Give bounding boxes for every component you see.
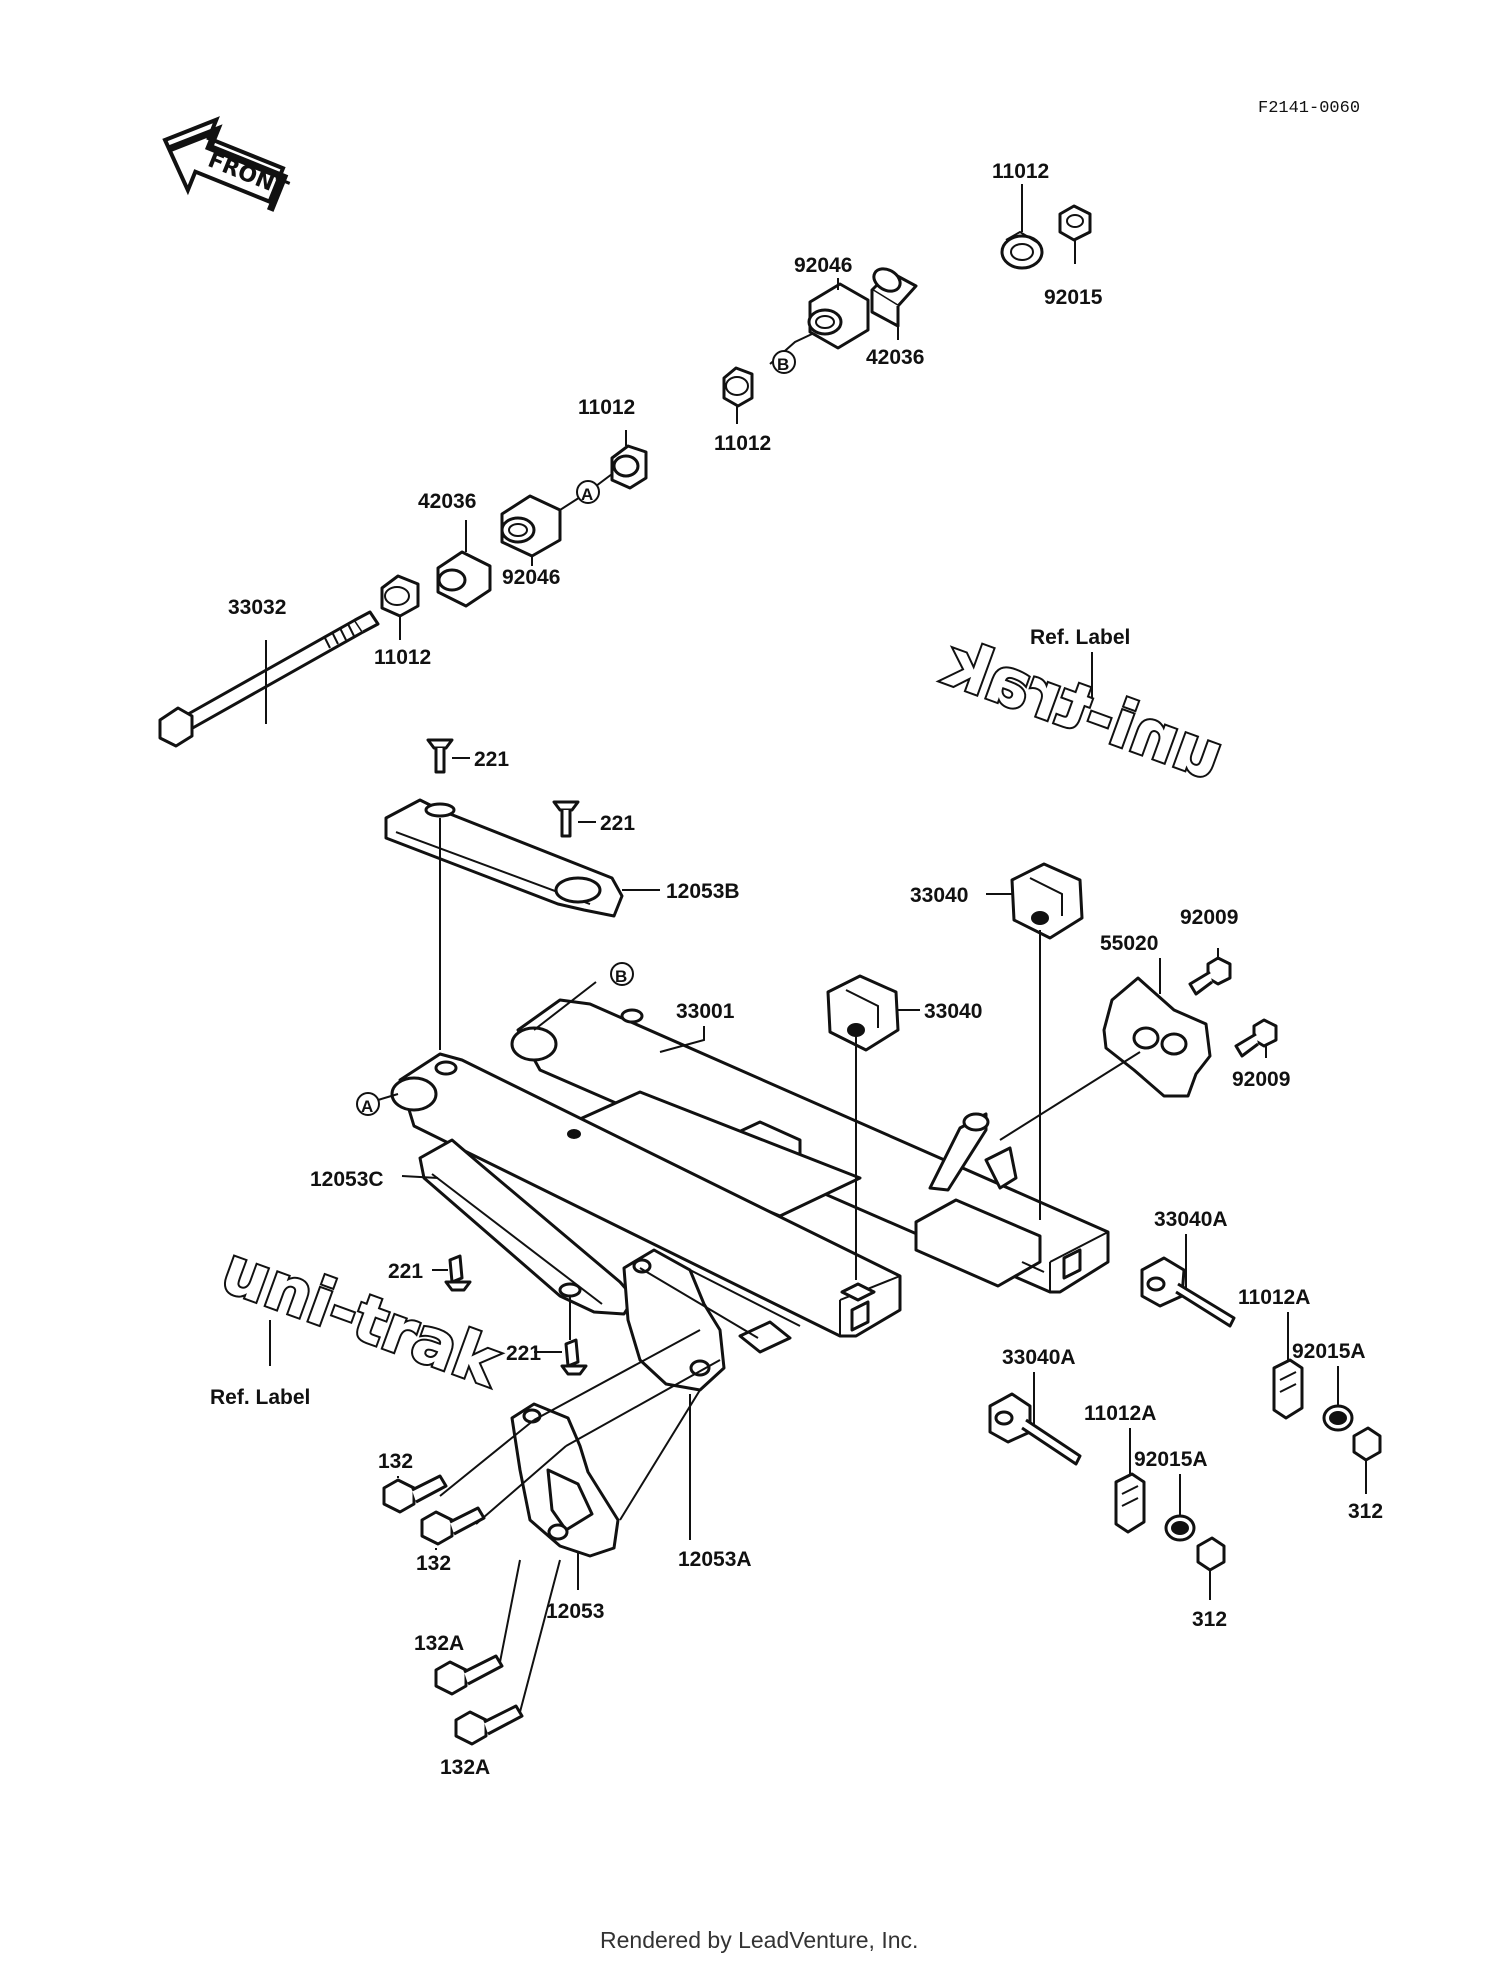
callout-11012a-left: 11012A: [1084, 1402, 1156, 1425]
nut-92015-icon: [1058, 204, 1092, 242]
callout-11012a-right: 11012A: [1238, 1286, 1310, 1309]
callout-12053a: 12053A: [678, 1548, 752, 1571]
adjuster-bolt-33040a-right-icon: [1140, 1256, 1236, 1328]
callout-92015: 92015: [1044, 286, 1103, 309]
bolt-132-top-icon: [382, 1474, 448, 1514]
bracket-11012a-right-icon: [1272, 1358, 1304, 1420]
pivot-shaft-33032-icon: [158, 610, 380, 748]
nut-312-right-icon: [1352, 1426, 1382, 1462]
brand-label-mirrored: uni-trak: [935, 627, 1232, 795]
marker-b-lower: B: [610, 962, 634, 986]
needle-bearing-92046-left-icon: [500, 494, 562, 558]
seal-11012-top-icon: [1000, 230, 1044, 270]
swingarm-33001-icon: [390, 998, 1110, 1354]
callout-labels: 11012 92046 92015 42036 11012 11012 4203…: [228, 160, 1383, 1779]
callout-221-1: 221: [474, 748, 509, 771]
marker-a-lower: A: [356, 1092, 380, 1116]
callout-33032: 33032: [228, 596, 286, 619]
callout-92015a-right: 92015A: [1292, 1340, 1366, 1363]
ref-label-top: Ref. Label: [1030, 626, 1130, 649]
seal-11012-left-icon: [380, 574, 420, 618]
callout-92009-1: 92009: [1180, 906, 1238, 929]
callout-312-right: 312: [1348, 1500, 1383, 1523]
callout-132-1: 132: [378, 1450, 413, 1473]
callout-92046-left: 92046: [502, 566, 560, 589]
screw-221-lower2-icon: [560, 1338, 588, 1376]
bearing-set-right: [722, 204, 1092, 408]
callout-33040-top: 33040: [910, 884, 968, 907]
bolt-132a-bottom-icon: [454, 1704, 524, 1746]
callout-92009-2: 92009: [1232, 1068, 1290, 1091]
nut-92015a-right-icon: [1322, 1404, 1354, 1432]
nut-92015a-left-icon: [1164, 1514, 1196, 1542]
bolt-132a-top-icon: [434, 1654, 504, 1696]
marker-b-lower-text: B: [615, 967, 627, 986]
ref-label-bottom-group: uni-trak Ref. Label: [210, 1231, 511, 1409]
front-arrow-icon: FRONT: [162, 116, 292, 212]
marker-a-upper-text: A: [581, 485, 593, 504]
callout-12053: 12053: [546, 1600, 604, 1623]
marker-a-upper: A: [576, 480, 600, 504]
callout-312-left: 312: [1192, 1608, 1227, 1631]
callout-11012-top: 11012: [992, 160, 1049, 183]
screw-221-mid-icon: [552, 800, 580, 838]
bracket-11012a-left-icon: [1114, 1472, 1146, 1534]
callout-92015a-left: 92015A: [1134, 1448, 1208, 1471]
callout-33040a-left: 33040A: [1002, 1346, 1076, 1369]
ref-label-bottom: Ref. Label: [210, 1386, 310, 1409]
seal-11012-a-icon: [610, 444, 648, 490]
callout-33001: 33001: [676, 1000, 735, 1023]
callout-132-2: 132: [416, 1552, 451, 1575]
callout-12053b: 12053B: [666, 880, 740, 903]
bracket-plate-55020-icon: [1102, 976, 1212, 1098]
chain-slider-12053b-icon: [384, 798, 624, 918]
seal-11012-b-icon: [722, 366, 754, 408]
marker-b-upper-text: B: [777, 355, 789, 374]
sleeve-42036-left-icon: [436, 550, 492, 608]
chain-guide-12053a-icon: [622, 1248, 726, 1392]
nut-312-left-icon: [1196, 1536, 1226, 1572]
bolt-92009-top-icon: [1188, 956, 1232, 996]
callout-11012-b: 11012: [714, 432, 771, 455]
marker-a-lower-text: A: [361, 1097, 373, 1116]
footer-caption: Rendered by LeadVenture, Inc.: [600, 1927, 918, 1953]
callout-12053c: 12053C: [310, 1168, 384, 1191]
sleeve-42036-top-icon: [870, 267, 918, 328]
bolt-132-bottom-icon: [420, 1506, 486, 1546]
chain-adjuster-33040-mid-icon: [826, 974, 900, 1052]
callout-11012-a: 11012: [578, 396, 635, 419]
needle-bearing-92046-top-icon: [807, 282, 870, 350]
leader-lines: [265, 184, 1367, 1713]
callout-92046-top: 92046: [794, 254, 852, 277]
adjuster-bolt-33040a-left-icon: [988, 1392, 1082, 1466]
callout-221-2: 221: [600, 812, 635, 835]
callout-33040a-right: 33040A: [1154, 1208, 1228, 1231]
bearing-set-left: [380, 444, 648, 618]
callout-42036-left: 42036: [418, 490, 476, 513]
callout-11012-left: 11012: [374, 646, 431, 669]
screw-221-lower1-icon: [444, 1254, 472, 1292]
callout-42036-top: 42036: [866, 346, 924, 369]
callout-132a-2: 132A: [440, 1756, 490, 1779]
callout-221-4: 221: [506, 1342, 541, 1365]
bolt-92009-bottom-icon: [1234, 1018, 1278, 1058]
brand-label: uni-trak: [213, 1233, 510, 1401]
chain-adjuster-33040-top-icon: [1010, 862, 1084, 940]
callout-33040-mid: 33040: [924, 1000, 982, 1023]
callout-132a-1: 132A: [414, 1632, 464, 1655]
screw-221-top-icon: [426, 738, 454, 774]
callout-221-3: 221: [388, 1260, 423, 1283]
callout-55020: 55020: [1100, 932, 1158, 955]
ref-label-top-group: Ref. Label uni-trak: [933, 625, 1234, 797]
figure-id: F2141-0060: [1258, 99, 1360, 118]
marker-b-upper: B: [772, 350, 796, 374]
